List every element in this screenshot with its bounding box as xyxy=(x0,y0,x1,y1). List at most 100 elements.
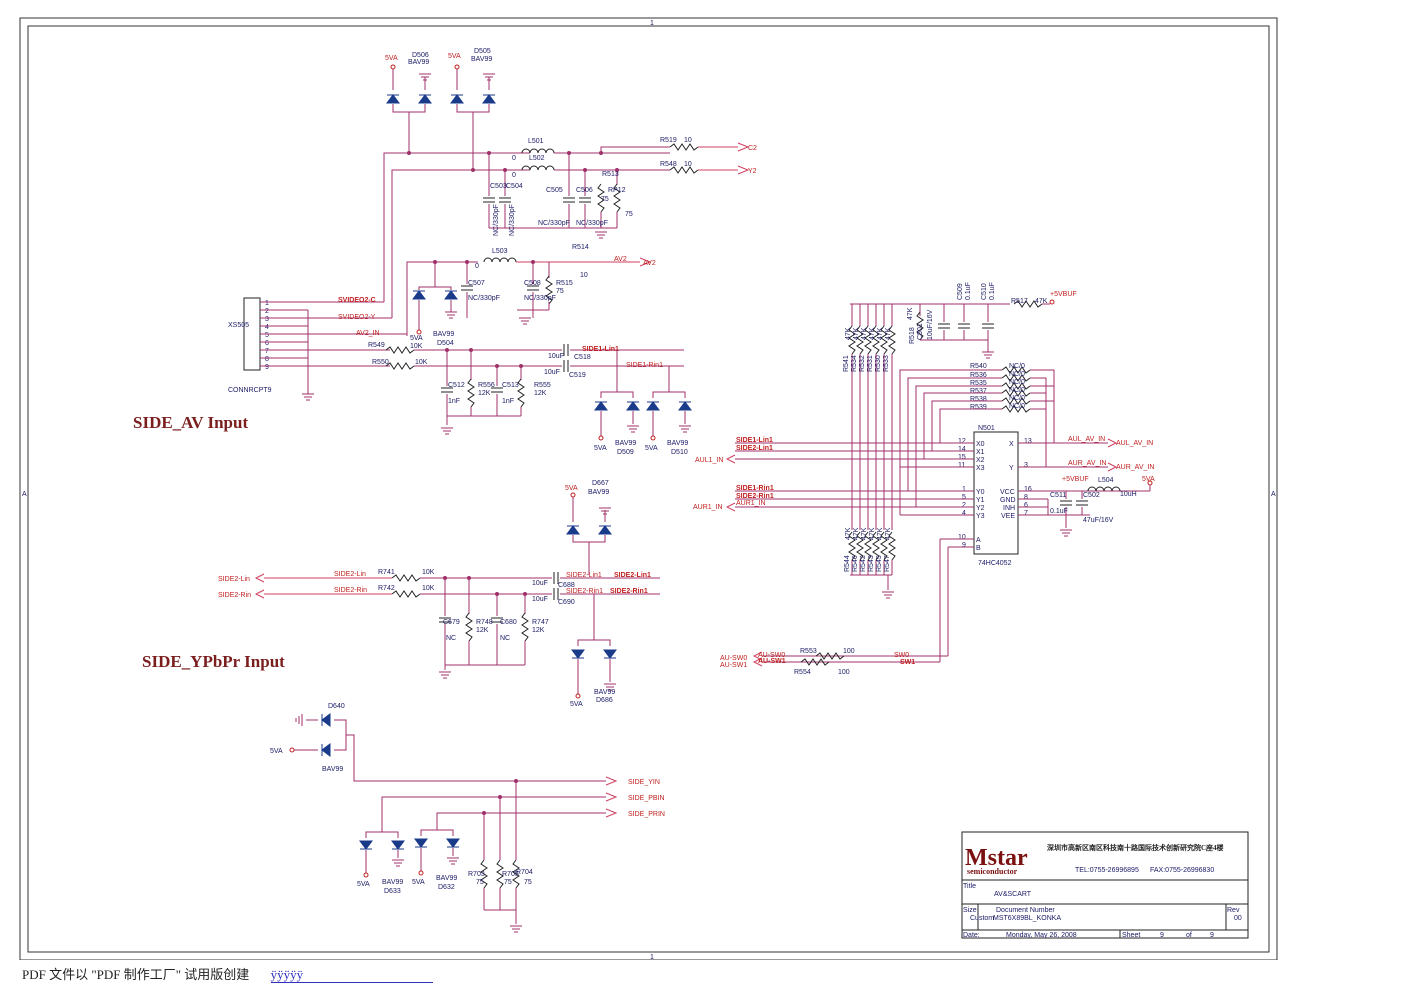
svg-text:L503: L503 xyxy=(492,248,508,255)
svg-text:8: 8 xyxy=(1024,494,1028,501)
footer-link[interactable]: ÿÿÿÿÿ xyxy=(270,967,434,983)
svg-text:NC: NC xyxy=(500,635,510,642)
svg-text:BAV99: BAV99 xyxy=(594,689,615,696)
diode-pair-d632: 5VA BAV99 D632 xyxy=(412,826,460,891)
svg-text:D667: D667 xyxy=(592,480,609,487)
svg-text:74HC4052: 74HC4052 xyxy=(978,560,1012,567)
svg-text:5VA: 5VA xyxy=(412,879,425,886)
svg-text:0: 0 xyxy=(512,155,516,162)
svg-text:C518: C518 xyxy=(574,354,591,361)
svg-text:BAV99: BAV99 xyxy=(471,56,492,63)
svg-text:12: 12 xyxy=(958,438,966,445)
svg-text:C507: C507 xyxy=(468,280,485,287)
svg-text:R550: R550 xyxy=(372,359,389,366)
svg-text:NC/0: NC/0 xyxy=(1009,403,1025,410)
svg-text:AUR1_IN: AUR1_IN xyxy=(736,500,766,507)
svg-text:SIDE_PRIN: SIDE_PRIN xyxy=(628,811,665,818)
svg-text:5: 5 xyxy=(962,494,966,501)
svg-text:47K: 47K xyxy=(869,327,876,340)
svg-text:SVIDEO2-Y: SVIDEO2-Y xyxy=(338,314,376,321)
svg-text:SIDE_PBIN: SIDE_PBIN xyxy=(628,795,665,802)
svg-text:C679: C679 xyxy=(443,619,460,626)
svg-text:8: 8 xyxy=(265,356,269,363)
svg-text:GND: GND xyxy=(1000,497,1016,504)
side1-audio-input: R549 10K R550 10K 10uF C518 10uF C519 SI… xyxy=(368,342,684,435)
svg-text:1: 1 xyxy=(265,300,269,307)
svg-text:R538: R538 xyxy=(970,396,987,403)
svg-text:R553: R553 xyxy=(800,648,817,655)
svg-text:5VA: 5VA xyxy=(410,335,423,342)
svg-text:14: 14 xyxy=(958,446,966,453)
svg-text:47K: 47K xyxy=(845,527,852,540)
svg-text:+5VBUF: +5VBUF xyxy=(1050,291,1077,298)
svg-text:4: 4 xyxy=(962,510,966,517)
svg-text:BAV99: BAV99 xyxy=(615,440,636,447)
svg-text:5: 5 xyxy=(265,332,269,339)
svg-text:AUL1_IN: AUL1_IN xyxy=(695,457,723,464)
svg-text:10K: 10K xyxy=(422,585,435,592)
svg-text:L504: L504 xyxy=(1098,477,1114,484)
svg-text:SIDE2-Lin: SIDE2-Lin xyxy=(218,576,250,583)
svg-text:R742: R742 xyxy=(378,585,395,592)
svg-text:5VA: 5VA xyxy=(448,53,461,60)
svg-text:47K: 47K xyxy=(907,307,914,320)
svg-text:Y2: Y2 xyxy=(748,168,757,175)
svg-text:5VA: 5VA xyxy=(270,748,283,755)
svg-text:R548: R548 xyxy=(660,161,677,168)
company-logo-sub: semiconductor xyxy=(967,867,1018,876)
svg-text:0.1uF: 0.1uF xyxy=(989,282,996,300)
diode-pair-d686: 5VA BAV99 D686 xyxy=(570,594,617,708)
svg-text:SIDE_YIN: SIDE_YIN xyxy=(628,779,660,786)
svg-text:R545: R545 xyxy=(876,555,883,572)
svg-text:C503: C503 xyxy=(490,183,507,190)
border-bottom-number: 1 xyxy=(650,954,654,960)
svg-text:BAV99: BAV99 xyxy=(322,766,343,773)
bias-resistors-bottom: R544 R546 R542 R543 R545 R547 47K 47K 47… xyxy=(844,527,896,599)
svg-text:7: 7 xyxy=(265,348,269,355)
svg-text:SIDE1-Lin1: SIDE1-Lin1 xyxy=(736,437,773,444)
svg-text:12K: 12K xyxy=(532,627,545,634)
svg-text:XS505: XS505 xyxy=(228,322,249,329)
svg-text:10: 10 xyxy=(684,137,692,144)
svg-text:R536: R536 xyxy=(970,372,987,379)
svg-text:C680: C680 xyxy=(500,619,517,626)
sheet-label: Sheet xyxy=(1122,932,1140,939)
svg-text:SW0: SW0 xyxy=(894,652,909,659)
svg-text:R748: R748 xyxy=(476,619,493,626)
svg-text:R549: R549 xyxy=(368,342,385,349)
svg-text:C510: C510 xyxy=(981,283,988,300)
svg-text:NC/0: NC/0 xyxy=(1009,379,1025,386)
diode-pair-d510: 5VA BAV99 D510 xyxy=(645,366,692,456)
svg-text:R515: R515 xyxy=(556,280,573,287)
svg-text:AU-SW1: AU-SW1 xyxy=(720,662,747,669)
svg-text:5VA: 5VA xyxy=(1142,476,1155,483)
svg-text:5VA: 5VA xyxy=(594,445,607,452)
svg-text:SIDE2-Rin1: SIDE2-Rin1 xyxy=(566,588,603,595)
svg-text:NC/330pF: NC/330pF xyxy=(524,295,556,302)
sheet-value: 9 xyxy=(1160,932,1164,939)
svg-text:NC/0: NC/0 xyxy=(1009,363,1025,370)
svg-text:47K: 47K xyxy=(861,327,868,340)
svg-text:10uF: 10uF xyxy=(532,580,548,587)
svg-text:SW1: SW1 xyxy=(900,659,915,666)
of-label: of xyxy=(1186,932,1192,939)
svg-text:47K: 47K xyxy=(885,527,892,540)
outer-border xyxy=(19,17,1278,960)
svg-text:D633: D633 xyxy=(384,888,401,895)
rev-label: Rev xyxy=(1227,907,1240,914)
svg-text:R556: R556 xyxy=(478,382,495,389)
svg-text:CONNRCPT9: CONNRCPT9 xyxy=(228,387,272,394)
svg-text:C506: C506 xyxy=(576,187,593,194)
svg-text:C502: C502 xyxy=(1083,492,1100,499)
svg-text:12K: 12K xyxy=(534,390,547,397)
svg-text:Y1: Y1 xyxy=(976,497,985,504)
svg-text:AUL_AV_IN: AUL_AV_IN xyxy=(1068,436,1105,443)
svg-text:R703: R703 xyxy=(468,871,485,878)
svg-text:1nF: 1nF xyxy=(502,398,514,405)
svg-text:R741: R741 xyxy=(378,569,395,576)
svg-text:75: 75 xyxy=(601,196,609,203)
svg-text:L502: L502 xyxy=(529,155,545,162)
title-label: Title xyxy=(963,883,976,890)
svg-text:10K: 10K xyxy=(410,343,423,350)
svg-text:75: 75 xyxy=(625,211,633,218)
